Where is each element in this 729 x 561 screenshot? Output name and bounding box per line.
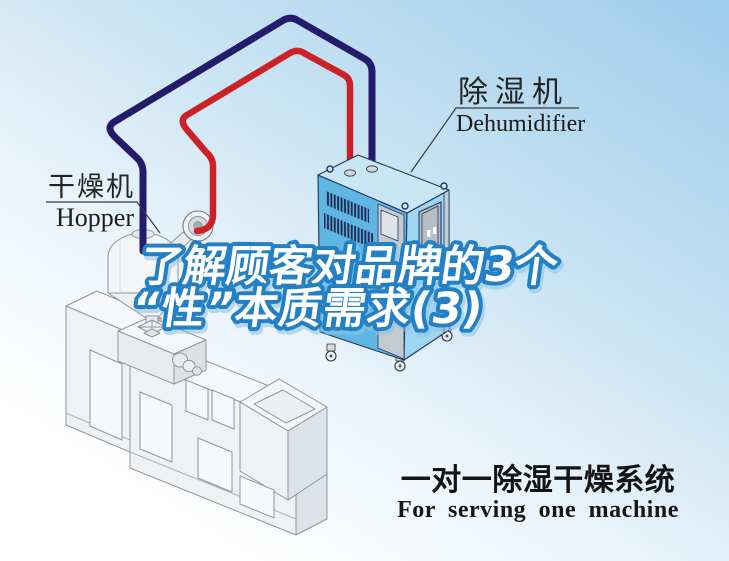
caption-cn: 一对一除湿干燥系统 — [401, 463, 676, 497]
hopper-illustration — [107, 210, 214, 338]
cover-box-inset-panel — [253, 389, 316, 424]
title-line1: 了解顾客对品牌的3个 — [137, 242, 562, 292]
corner-channel — [377, 203, 405, 360]
right-edge-trim — [443, 189, 450, 334]
caster-wheel — [325, 343, 337, 362]
pipe-runs — [106, 14, 376, 255]
door-switch — [433, 227, 437, 234]
eye-bolt — [440, 182, 448, 190]
system-caption: 一对一除湿干燥系统 For serving one machine — [397, 463, 679, 523]
door-switch — [427, 230, 431, 237]
extruder-machine-illustration — [65, 290, 328, 536]
dehumidifier-label-cn: 除湿机 — [458, 76, 569, 109]
pipe-flange — [366, 165, 378, 173]
eye-bolt — [326, 165, 334, 173]
barrel-nozzle — [182, 359, 196, 373]
return-air-pipe — [106, 14, 376, 255]
hopper-callout: 干燥机 Hopper — [46, 172, 161, 234]
hopper-flange-base — [143, 328, 161, 338]
guard-window — [211, 389, 235, 430]
hopper-leader-line — [46, 201, 161, 234]
supply-air-pipe — [179, 47, 354, 235]
title-line2: “性”本质需求(3) — [129, 284, 487, 334]
machine-door-panel — [89, 349, 123, 441]
dehumidifier-illustration — [317, 154, 453, 372]
title-line2-shadow: “性”本质需求(3) — [131, 288, 489, 338]
machine-door-panel — [139, 391, 173, 463]
machine-door-panel — [197, 437, 233, 493]
hopper-label-cn: 干燥机 — [48, 172, 135, 202]
cover-box-side — [287, 406, 328, 501]
vent-louver-band — [326, 191, 369, 223]
vent-louver-band — [324, 213, 374, 249]
machine-door-panel — [239, 475, 275, 519]
overlay-title: 了解顾客对品牌的3个 “性”本质需求(3) 了解顾客对品牌的3个 “性”本质需求… — [125, 238, 568, 342]
channel-panel — [380, 209, 399, 242]
pipe-flange — [344, 169, 356, 177]
dehumidifier-leader-line — [410, 107, 579, 173]
eye-bolt — [401, 202, 409, 210]
guard-window — [185, 379, 209, 421]
caption-en: For serving one machine — [397, 497, 679, 523]
hopper-label-en: Hopper — [56, 203, 134, 232]
dehumidifier-callout: 除湿机 Dehumidifier — [410, 76, 585, 173]
dehumidifier-label-en: Dehumidifier — [456, 111, 585, 137]
control-door-inner — [421, 205, 439, 256]
barrel-nozzle — [192, 366, 202, 376]
title-line1-shadow: 了解顾客对品牌的3个 — [139, 246, 564, 296]
